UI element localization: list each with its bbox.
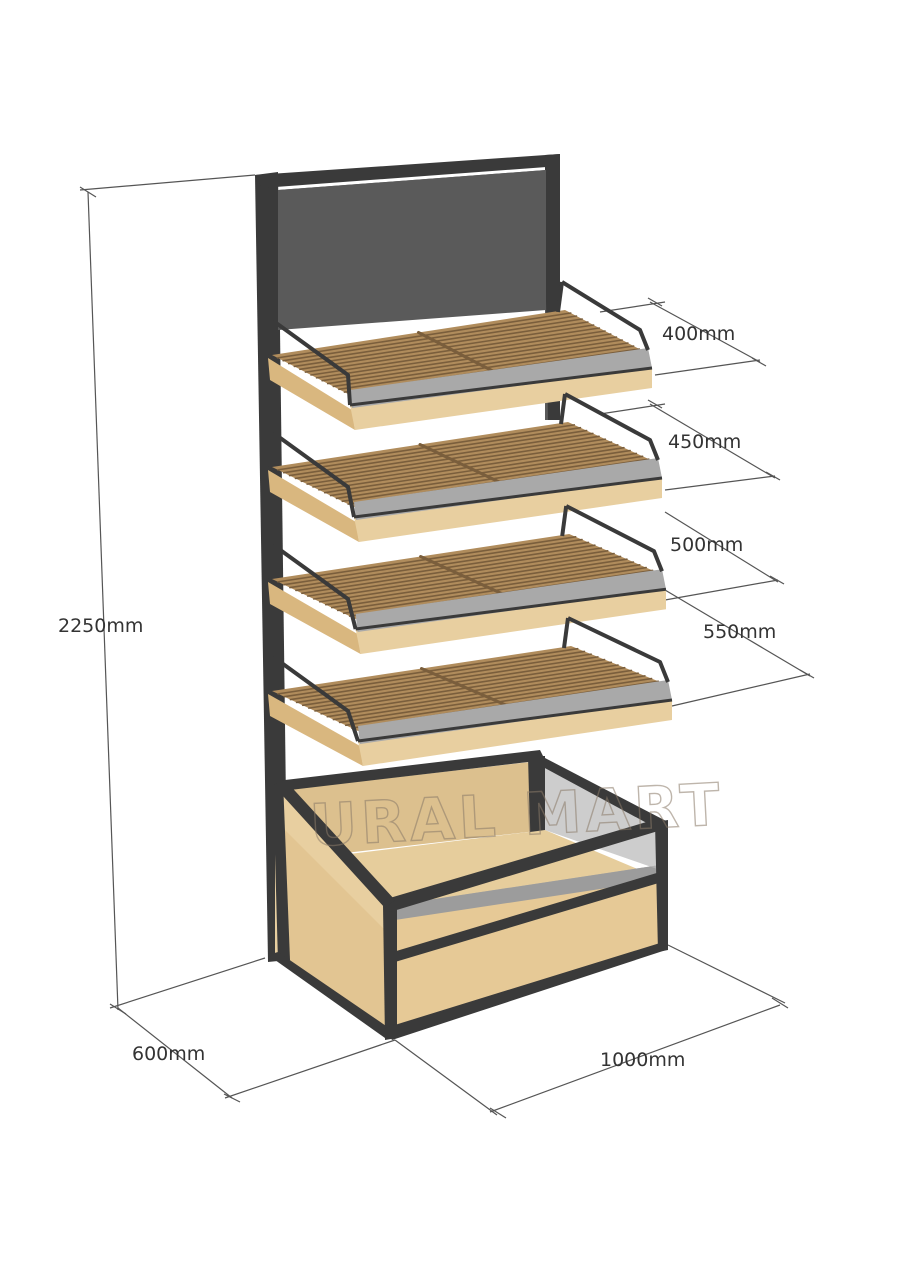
shelf-front-board	[358, 699, 672, 766]
shelf-4	[268, 616, 673, 766]
shelf-glass-lip	[354, 458, 662, 520]
back-frame	[255, 154, 560, 962]
shelf-side-board	[268, 582, 361, 654]
bin-frame	[268, 750, 668, 1040]
height-dimension-label: 2250mm	[58, 615, 143, 637]
shelf-2-dimension-label: 450mm	[668, 431, 741, 453]
shelf-front-board	[350, 367, 652, 430]
base-bin	[268, 750, 668, 1040]
shelves	[268, 280, 673, 766]
shelf-glass-lip	[350, 348, 652, 408]
shelf-front-board	[355, 588, 666, 654]
shelf-side-board	[268, 358, 355, 430]
shelf-1	[268, 280, 653, 430]
shelf-side-board	[268, 694, 363, 766]
shelf-3	[268, 504, 667, 654]
bin-back-wall	[285, 762, 545, 860]
bin-floor	[300, 830, 640, 905]
shelf-glass-lip	[358, 680, 672, 744]
shelf-1-dimension-label: 400mm	[662, 323, 735, 345]
shelf-side-board	[268, 470, 359, 542]
dimension-lines	[79, 174, 815, 1119]
back-panel-fill	[278, 170, 546, 330]
dimension-labels: 2250mm 600mm 1000mm 400mm 450mm 500mm 55…	[58, 323, 776, 1071]
shelf-glass-lip	[355, 569, 666, 632]
shelf-front-board	[354, 477, 662, 542]
shelf-3-dimension-label: 500mm	[670, 534, 743, 556]
depth-dimension-label: 600mm	[132, 1043, 205, 1065]
shelf-2	[268, 392, 663, 542]
frame-top-rail	[255, 154, 560, 188]
width-dimension-label: 1000mm	[600, 1049, 685, 1071]
shelf-4-dimension-label: 550mm	[703, 621, 776, 643]
